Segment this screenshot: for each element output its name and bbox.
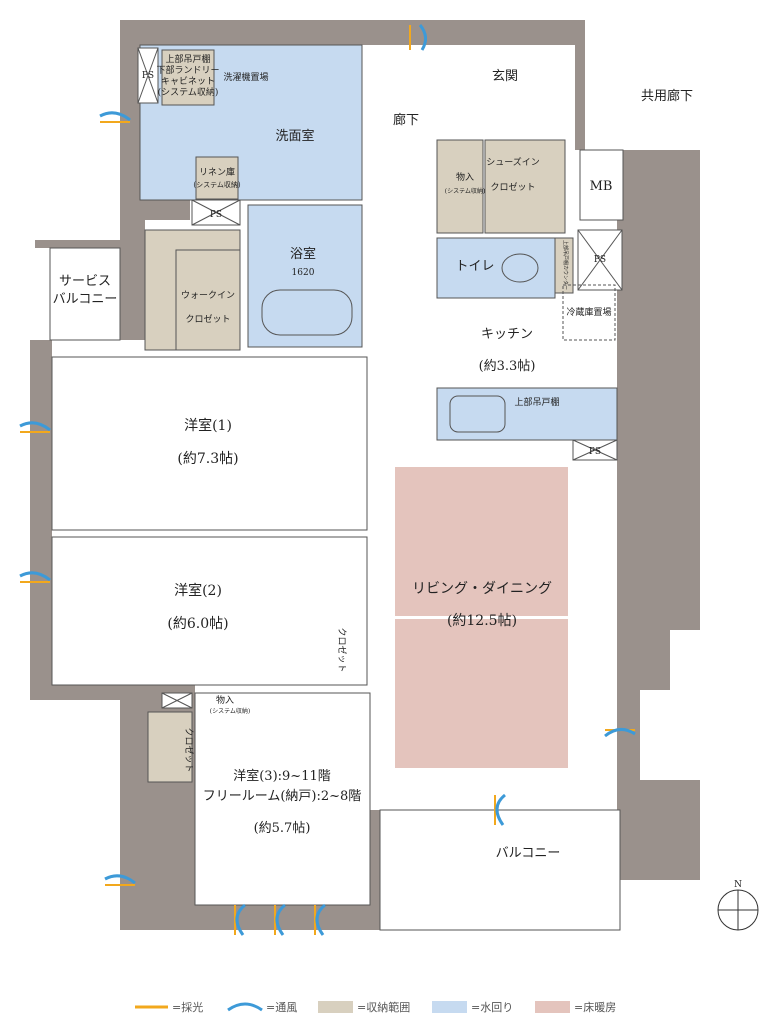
corridor-label: 廊下 (393, 112, 419, 128)
room3-alt-label: フリールーム(納戸):2~8階 (203, 789, 362, 804)
fridge-space (562, 284, 616, 341)
legend-storage: =収納範囲 (318, 1000, 410, 1014)
living-label: リビング・ダイニング (412, 581, 552, 597)
kitchen-counter (436, 387, 618, 441)
washroom-label: 洗面室 (275, 128, 314, 144)
room3-storage-label: 物入 (216, 694, 234, 706)
shoes-closet-label-2: クロゼット (490, 181, 535, 193)
upper-cabinet-label-1: 上部吊戸棚 (165, 53, 210, 65)
sink-icon (449, 395, 506, 433)
legend-wind: =通風 (227, 1001, 297, 1014)
svg-text:=通風: =通風 (266, 1001, 297, 1014)
legend-water: =水回り (432, 1001, 513, 1014)
upper-cabinet-label-2: 下部ランドリー (156, 64, 219, 76)
service-balcony-label-2: バルコニー (53, 292, 118, 307)
washer-label: 洗濯機置場 (223, 71, 268, 83)
upper-cabinet-label-4: (システム収納) (158, 86, 219, 98)
bathroom (247, 204, 363, 348)
svg-text:=収納範囲: =収納範囲 (357, 1000, 410, 1014)
floor-heating-swatch (535, 1001, 570, 1013)
ventilation-markers (19, 24, 636, 936)
walls (30, 20, 700, 930)
kitchen-label: キッチン (481, 327, 533, 342)
balcony-label: バルコニー (496, 846, 561, 861)
kitchen-size-label: (約3.3帖) (479, 359, 536, 374)
walkin-label-2: クロゼット (185, 313, 230, 325)
water-swatch (432, 1001, 467, 1013)
walkin-label: ウォークイン (181, 290, 235, 301)
svg-text:=採光: =採光 (172, 1000, 203, 1014)
storage-label: 物入 (456, 171, 474, 183)
ps-label: PS (142, 71, 154, 81)
rooms (49, 149, 624, 931)
north-compass-icon: N (717, 880, 759, 931)
svg-text:=床暖房: =床暖房 (574, 1000, 616, 1014)
room1-size-label: (約7.3帖) (177, 451, 238, 467)
bath-label: 浴室 (290, 246, 316, 262)
room3-closet-label: クロゼット (183, 727, 195, 772)
legend-floor-heating: =床暖房 (535, 1000, 616, 1014)
legend-light: =採光 (135, 1000, 203, 1014)
upper-shelf-label: 上部吊戸棚 (514, 396, 559, 408)
ps-boxes (137, 47, 623, 709)
storage-swatch (318, 1001, 353, 1013)
fridge-label: 冷蔵庫置場 (566, 306, 611, 318)
ps-label: PS (589, 447, 601, 457)
svg-text:=水回り: =水回り (471, 1001, 513, 1014)
wind-icon (227, 1002, 263, 1012)
upper-cabinet-label-3: キャビネット (161, 76, 215, 87)
room3-label: 洋室(3):9~11階 (233, 768, 331, 784)
toilet-label: トイレ (455, 259, 494, 274)
living-size-label: (約12.5帖) (447, 613, 517, 629)
floor-heating (395, 467, 568, 768)
bath-size-label: 1620 (292, 268, 315, 278)
linen-label: リネン庫 (199, 166, 235, 178)
mb-label: MB (590, 179, 613, 194)
legend: =採光 =通風 =収納範囲 =水回り =床暖房 (135, 1000, 616, 1014)
room1-label: 洋室(1) (184, 417, 232, 434)
north-label: N (734, 880, 742, 890)
room2-label: 洋室(2) (174, 582, 222, 599)
counter-label: 上部吊戸棚カウンター (562, 240, 569, 290)
shoes-closet-label: シューズイン (486, 156, 540, 168)
room3-size-label: (約5.7帖) (254, 821, 311, 836)
common-corridor-label: 共用廊下 (641, 88, 693, 104)
storage-sub-label: (システム収納) (445, 187, 486, 195)
ps-label: PS (594, 255, 606, 265)
room3-storage-sub: (システム収納) (210, 707, 251, 715)
linen-sub-label: (システム収納) (193, 180, 241, 189)
bathtub-icon (261, 289, 353, 336)
entrance-label: 玄関 (492, 69, 518, 84)
toilet-icon (501, 253, 539, 283)
ps-label: PS (210, 210, 222, 220)
toilet (436, 237, 556, 299)
closet-label: クロゼット (336, 627, 348, 672)
room2-size-label: (約6.0帖) (167, 616, 228, 632)
service-balcony-label: サービス (59, 274, 111, 289)
